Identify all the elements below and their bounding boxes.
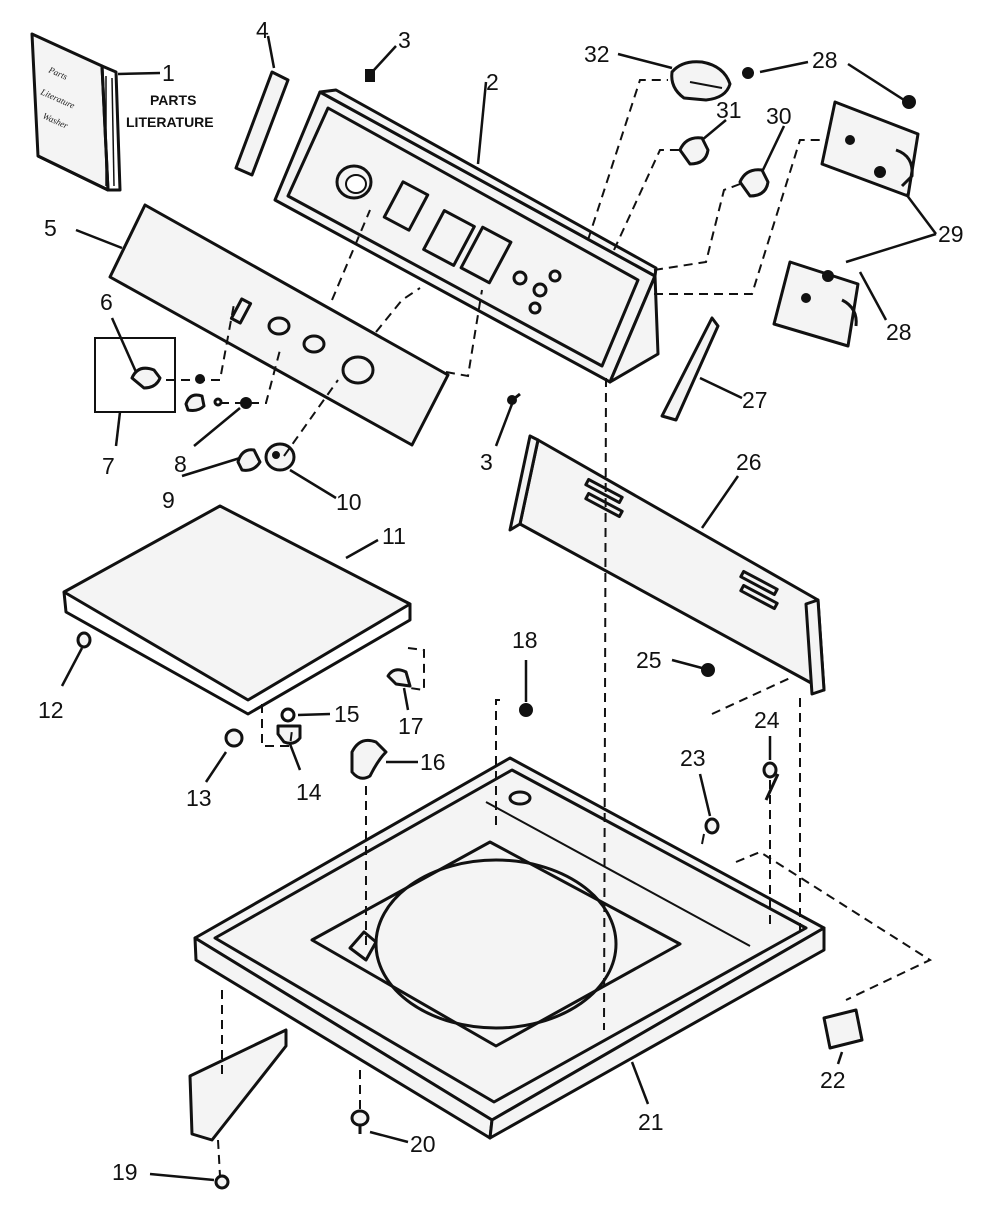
label-12: 12 <box>38 697 64 723</box>
console-backsplash <box>273 88 660 384</box>
caption-literature: LITERATURE <box>126 114 214 130</box>
left-end-cap <box>234 70 290 177</box>
assembly-lines <box>166 79 933 1177</box>
top-cabinet <box>193 756 826 1140</box>
label-31: 31 <box>716 97 742 123</box>
label-25: 25 <box>636 647 662 673</box>
label-1: 1 <box>162 60 175 86</box>
label-24: 24 <box>754 707 780 733</box>
label-17: 17 <box>398 713 424 739</box>
cabinet-screw-23 <box>701 817 720 845</box>
label-6: 6 <box>100 289 113 315</box>
label-27: 27 <box>742 387 768 413</box>
timer-knob <box>236 442 296 472</box>
label-16: 16 <box>420 749 446 775</box>
board-screw-upper <box>902 95 916 109</box>
washer-lid <box>62 504 412 716</box>
label-10: 10 <box>336 489 362 515</box>
push-button-switch <box>678 136 710 166</box>
control-board-upper <box>820 100 920 198</box>
label-3-top: 3 <box>398 27 411 53</box>
switch-screw <box>742 67 754 79</box>
label-2: 2 <box>486 69 499 95</box>
label-29: 29 <box>938 221 964 247</box>
hinge-screw-15 <box>280 707 296 723</box>
label-21: 21 <box>638 1109 664 1135</box>
label-4: 4 <box>256 17 269 43</box>
label-30: 30 <box>766 103 792 129</box>
screw-25 <box>701 663 715 677</box>
hinge-bracket-19 <box>188 1028 288 1190</box>
label-32: 32 <box>584 41 610 67</box>
screw-top <box>365 69 375 82</box>
knob-kit <box>94 337 252 413</box>
label-9: 9 <box>162 487 175 513</box>
label-28-bottom: 28 <box>886 319 912 345</box>
cabinet-screw-24 <box>762 761 780 801</box>
label-11: 11 <box>382 523 406 549</box>
label-23: 23 <box>680 745 706 771</box>
control-panel-overlay <box>108 203 450 447</box>
lid-bumper-13 <box>224 728 244 748</box>
label-8: 8 <box>174 451 187 477</box>
part-labels: 1 2 3 3 4 5 6 7 8 9 10 11 12 13 14 15 16… <box>38 17 964 1185</box>
label-18: 18 <box>512 627 538 653</box>
hinge-17 <box>386 668 412 688</box>
hinge-14 <box>276 724 302 745</box>
rear-panel <box>508 434 826 696</box>
parts-literature-book: Parts Literature Washer <box>30 32 122 192</box>
hinge-16 <box>350 738 388 780</box>
caption-parts: PARTS <box>150 92 196 108</box>
label-28-top: 28 <box>812 47 838 73</box>
label-22: 22 <box>820 1067 846 1093</box>
screw-18 <box>519 703 533 717</box>
leader-lines <box>60 35 937 1182</box>
label-3-bottom: 3 <box>480 449 493 475</box>
label-5: 5 <box>44 215 57 241</box>
label-19: 19 <box>112 1159 138 1185</box>
selector-switch <box>738 168 770 198</box>
lid-bumper-12 <box>76 631 92 649</box>
leveling-foot-20 <box>350 1109 370 1134</box>
control-board-lower <box>772 260 860 348</box>
label-20: 20 <box>410 1131 436 1157</box>
label-26: 26 <box>736 449 762 475</box>
label-14: 14 <box>296 779 322 805</box>
nameplate-22 <box>822 1008 864 1050</box>
screw-bottom <box>507 392 521 405</box>
label-15: 15 <box>334 701 360 727</box>
right-end-cap <box>660 316 720 422</box>
label-7: 7 <box>102 453 115 479</box>
timer-switch <box>670 60 732 102</box>
label-13: 13 <box>186 785 212 811</box>
